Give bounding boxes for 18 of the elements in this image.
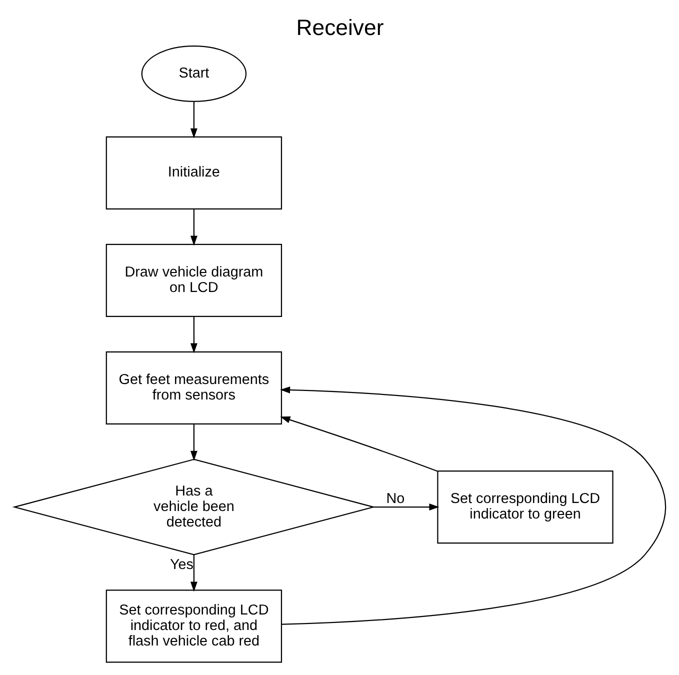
node-box: Get feet measurements from sensors [105, 351, 282, 424]
node-ellipse: Start [140, 46, 246, 102]
edge-label: No [386, 491, 404, 508]
arrow [190, 555, 197, 592]
arrow [373, 504, 439, 511]
node-box: Set corresponding LCD indicator to green [436, 470, 613, 544]
arrow [280, 386, 666, 625]
arrow [280, 416, 438, 472]
diagram-title: Receiver [296, 15, 384, 40]
arrow [190, 209, 197, 246]
node-box: Initialize [105, 136, 282, 210]
arrow [190, 316, 197, 354]
node-diamond: Has a vehicle been detected [12, 458, 376, 556]
edge-label: Yes [170, 556, 193, 573]
node-box: Set corresponding LCD indicator to red, and flash vehicle cab red [105, 590, 282, 663]
arrow [190, 424, 197, 461]
arrow [190, 102, 197, 138]
node-box: Draw vehicle diagram on LCD [105, 244, 282, 317]
